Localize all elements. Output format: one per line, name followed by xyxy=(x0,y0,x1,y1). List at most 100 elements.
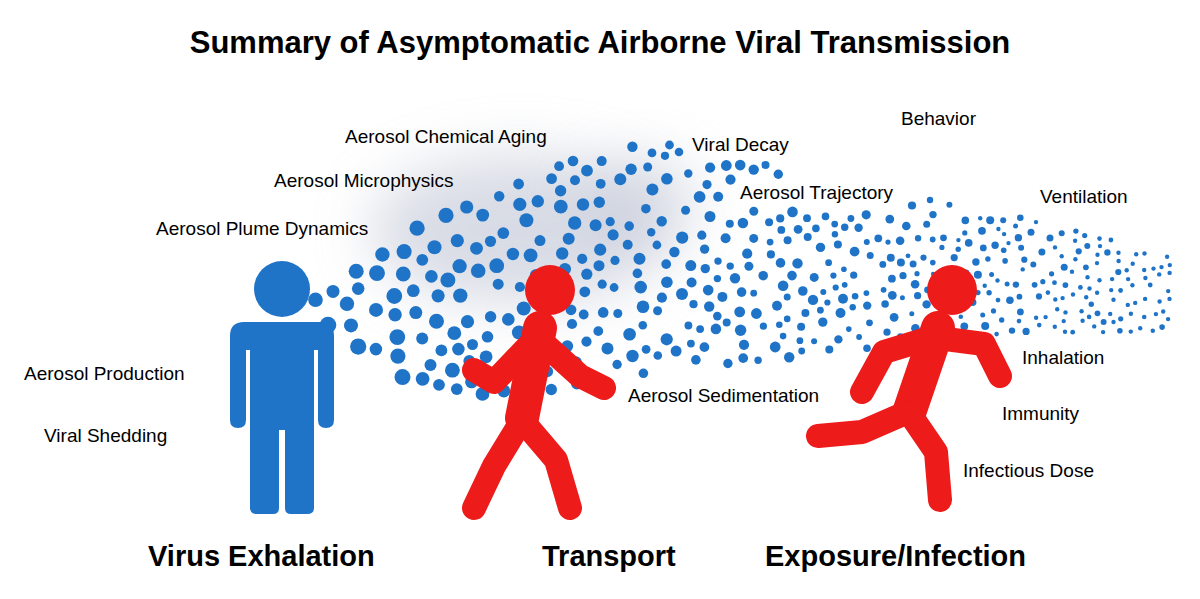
aerosol-particle xyxy=(568,216,581,229)
aerosol-particle xyxy=(1095,291,1099,295)
aerosol-particle xyxy=(1168,263,1172,267)
aerosol-particle xyxy=(453,288,467,302)
aerosol-particle xyxy=(850,272,857,279)
aerosol-particle xyxy=(388,308,401,321)
aerosol-particle xyxy=(906,253,911,258)
aerosol-particle xyxy=(751,308,762,319)
aerosol-particle xyxy=(1166,317,1170,321)
aerosol-particle xyxy=(991,242,998,249)
process-label: Viral Decay xyxy=(692,134,789,157)
process-label: Aerosol Chemical Aging xyxy=(345,126,547,149)
aerosol-particle xyxy=(1053,297,1057,301)
aerosol-particle xyxy=(1116,251,1120,255)
aerosol-particle xyxy=(471,264,486,279)
aerosol-particle xyxy=(452,343,465,356)
aerosol-particle xyxy=(902,222,911,231)
aerosol-particle xyxy=(1117,328,1123,334)
aerosol-particle xyxy=(614,173,626,185)
aerosol-particle xyxy=(985,256,990,261)
aerosol-particle xyxy=(1009,327,1015,333)
aerosol-particle xyxy=(841,224,848,231)
aerosol-particle xyxy=(713,192,723,202)
aerosol-particle xyxy=(1148,283,1153,288)
process-label: Aerosol Production xyxy=(24,363,185,386)
aerosol-particle xyxy=(350,339,366,355)
aerosol-particle xyxy=(834,241,842,249)
aerosol-particle xyxy=(846,326,852,332)
aerosol-particle xyxy=(1001,248,1007,254)
aerosol-particle xyxy=(1038,249,1045,256)
aerosol-particle xyxy=(735,325,746,336)
aerosol-particle xyxy=(744,262,753,271)
aerosol-particle xyxy=(962,217,970,225)
process-label: Ventilation xyxy=(1040,186,1128,209)
figure-arm xyxy=(540,340,604,388)
aerosol-particle xyxy=(818,317,827,326)
figure-head xyxy=(525,265,575,315)
aerosol-particle xyxy=(772,301,782,311)
process-label: Behavior xyxy=(901,108,976,131)
aerosol-particle xyxy=(485,236,496,247)
aerosol-particle xyxy=(634,281,647,294)
aerosol-particle xyxy=(438,208,453,223)
aerosol-particle xyxy=(425,270,438,283)
aerosol-particle xyxy=(820,289,826,295)
stage-heading: Exposure/Infection xyxy=(765,539,1026,574)
aerosol-particle xyxy=(1063,282,1069,288)
figure-leg xyxy=(522,420,570,508)
aerosol-particle xyxy=(1085,275,1089,279)
aerosol-particle xyxy=(626,350,638,362)
aerosol-particle xyxy=(864,290,870,296)
aerosol-particle xyxy=(675,148,684,157)
stage-heading: Virus Exhalation xyxy=(148,539,375,574)
aerosol-particle xyxy=(581,269,592,280)
aerosol-particle xyxy=(641,204,651,214)
aerosol-particle xyxy=(1053,325,1057,329)
aerosol-particle xyxy=(946,202,952,208)
aerosol-particle xyxy=(598,307,609,318)
aerosol-particle xyxy=(1060,296,1064,300)
aerosol-particle xyxy=(594,244,606,256)
aerosol-particle xyxy=(754,357,761,364)
aerosol-particle xyxy=(1126,303,1130,307)
aerosol-particle xyxy=(888,275,896,283)
aerosol-particle xyxy=(1021,257,1027,263)
aerosol-particle xyxy=(850,304,856,310)
aerosol-particle xyxy=(711,324,722,335)
aerosol-particle xyxy=(777,226,785,234)
aerosol-particle xyxy=(726,220,734,228)
aerosol-particle xyxy=(980,245,987,252)
aerosol-particle xyxy=(1134,252,1138,256)
aerosol-particle xyxy=(1018,245,1024,251)
aerosol-particle xyxy=(397,244,412,259)
aerosol-particle xyxy=(986,290,991,295)
aerosol-particle xyxy=(476,209,489,222)
aerosol-particle xyxy=(996,298,1001,303)
aerosol-particle xyxy=(714,257,721,264)
aerosol-particle xyxy=(1070,270,1074,274)
aerosol-particle xyxy=(642,345,651,354)
aerosol-particle xyxy=(390,349,405,364)
aerosol-particle xyxy=(661,333,673,345)
aerosol-particle xyxy=(852,293,859,300)
aerosol-particle xyxy=(1110,277,1114,281)
aerosol-particle xyxy=(994,332,999,337)
process-label: Viral Shedding xyxy=(44,425,167,448)
process-label: Aerosol Plume Dynamics xyxy=(156,218,368,241)
aerosol-particle xyxy=(482,331,494,343)
aerosol-particle xyxy=(1083,264,1089,270)
aerosol-particle xyxy=(863,344,871,352)
aerosol-particle xyxy=(433,379,445,391)
aerosol-particle xyxy=(598,280,607,289)
aerosol-particle xyxy=(1159,265,1163,269)
aerosol-particle xyxy=(923,221,930,228)
aerosol-particle xyxy=(1017,294,1023,300)
aerosol-particle xyxy=(1129,329,1133,333)
aerosol-particle xyxy=(817,307,824,314)
aerosol-particle xyxy=(1131,262,1135,266)
aerosol-particle xyxy=(792,258,802,268)
aerosol-particle xyxy=(1082,233,1087,238)
aerosol-particle xyxy=(661,276,673,288)
figure-leg xyxy=(818,412,908,436)
